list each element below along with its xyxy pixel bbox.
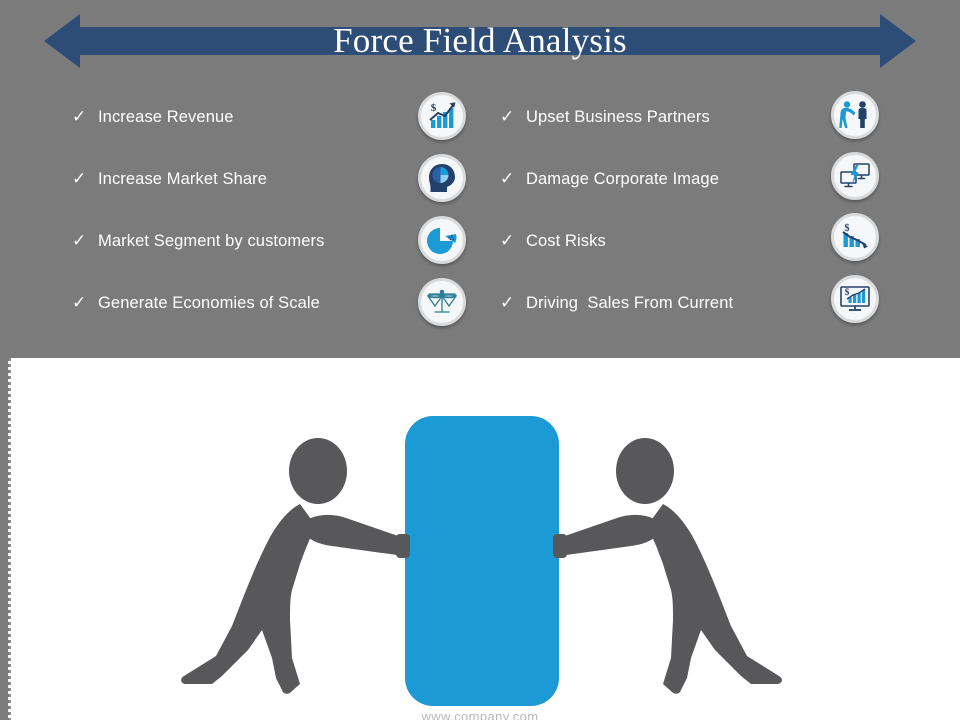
person-pushing-left-icon <box>181 438 410 694</box>
list-item-label: Increase Revenue <box>98 107 234 126</box>
bar-chart-decline-dollar-icon[interactable]: $ <box>831 213 879 261</box>
list-item[interactable]: ✓ Increase Revenue <box>72 86 472 148</box>
check-icon: ✓ <box>72 292 87 313</box>
balance-scales-icon[interactable] <box>418 278 466 326</box>
check-icon: ✓ <box>500 230 515 251</box>
title-banner: Force Field Analysis <box>44 10 916 72</box>
list-item[interactable]: ✓ Generate Economies of Scale <box>72 272 472 334</box>
head-pie-chart-icon[interactable] <box>418 154 466 202</box>
pie-chart-segment-icon[interactable] <box>418 216 466 264</box>
list-item-label: Damage Corporate Image <box>526 169 719 188</box>
check-icon: ✓ <box>500 106 515 127</box>
check-icon: ✓ <box>72 230 87 251</box>
panel-left-edge <box>0 358 11 720</box>
list-item[interactable]: ✓ Upset Business Partners <box>500 86 892 148</box>
list-item[interactable]: ✓ Driving Sales From Current <box>500 272 892 334</box>
list-item-label: Driving Sales From Current <box>526 293 734 312</box>
blue-rounded-block <box>405 416 559 706</box>
list-item-label: Cost Risks <box>526 231 606 250</box>
list-item[interactable]: ✓ Increase Market Share <box>72 148 472 210</box>
list-item-label: Upset Business Partners <box>526 107 710 126</box>
check-icon: ✓ <box>72 168 87 189</box>
page-title: Force Field Analysis <box>333 21 627 60</box>
two-people-icon[interactable] <box>831 91 879 139</box>
list-item[interactable]: ✓ Cost Risks <box>500 210 892 272</box>
banner-arrow-shape <box>44 14 916 68</box>
check-icon: ✓ <box>72 106 87 127</box>
check-icon: ✓ <box>500 292 515 313</box>
list-item-label: Generate Economies of Scale <box>98 293 320 312</box>
list-item[interactable]: ✓ Market Segment by customers <box>72 210 472 272</box>
monitor-growth-chart-icon[interactable]: $ <box>831 275 879 323</box>
monitors-lightning-icon[interactable] <box>831 152 879 200</box>
bar-chart-growth-dollar-icon[interactable]: $ <box>418 92 466 140</box>
force-field-illustration: www.company.com <box>0 358 960 720</box>
svg-text:$: $ <box>431 102 437 114</box>
driving-forces-list: ✓ Increase Revenue ✓ Increase Market Sha… <box>72 86 472 334</box>
svg-text:$: $ <box>845 287 850 297</box>
check-icon: ✓ <box>500 168 515 189</box>
list-item-label: Increase Market Share <box>98 169 268 188</box>
svg-text:$: $ <box>845 223 850 234</box>
list-item-label: Market Segment by customers <box>98 231 325 250</box>
list-item[interactable]: ✓ Damage Corporate Image <box>500 148 892 210</box>
restraining-forces-list: ✓ Upset Business Partners ✓ Damage Corpo… <box>500 86 892 334</box>
person-pushing-right-icon <box>553 438 782 694</box>
